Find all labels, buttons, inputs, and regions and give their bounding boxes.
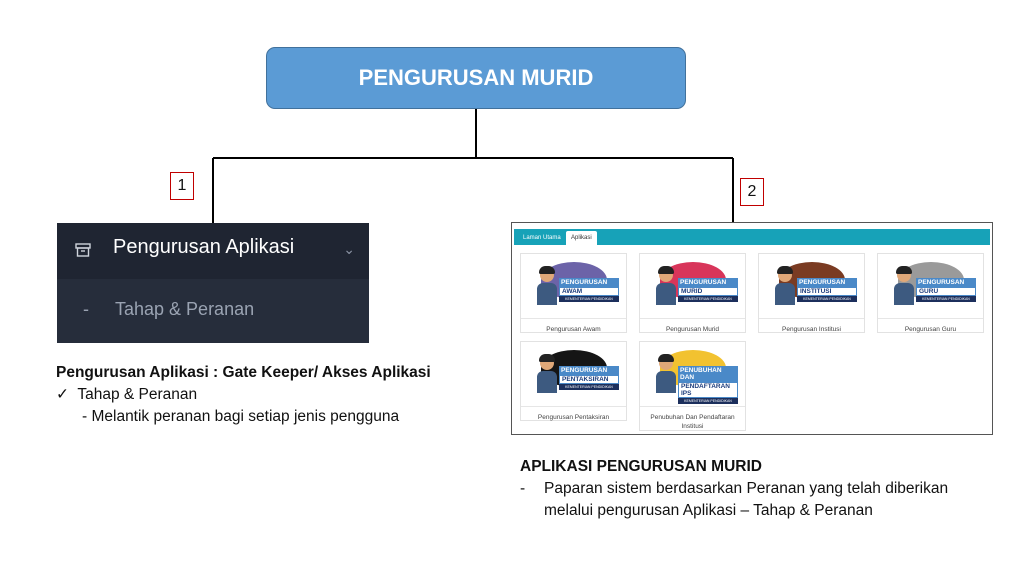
app-card-caption: Pengurusan Murid (665, 326, 720, 333)
card-label-line: INSTITUSI (797, 287, 857, 296)
archive-icon (75, 243, 91, 257)
card-ministry-label: KEMENTERIAN PENDIDIKAN (797, 296, 857, 302)
person-illustration-icon (656, 266, 676, 308)
card-ministry-label: KEMENTERIAN PENDIDIKAN (559, 384, 619, 390)
card-label-line: PENGURUSAN (916, 278, 976, 287)
card-label-line: PENGURUSAN (559, 278, 619, 287)
right-notes-detail: Paparan sistem berdasarkan Peranan yang … (544, 480, 949, 519)
card-label-line: PENTAKSIRAN (559, 375, 619, 384)
app-card-caption: Pengurusan Pentaksiran (537, 414, 610, 421)
submenu-dash: - (83, 299, 89, 319)
tab-laman-utama[interactable]: Laman Utama (523, 235, 561, 241)
submenu-item-label: Tahap & Peranan (115, 299, 255, 319)
person-illustration-icon (656, 354, 676, 396)
card-ministry-label: KEMENTERIAN PENDIDIKAN (916, 296, 976, 302)
person-illustration-icon (537, 266, 557, 308)
menu-item-pengurusan-aplikasi[interactable]: Pengurusan Aplikasi ⌄ (57, 223, 369, 279)
submenu-item-tahap-peranan[interactable]: - Tahap & Peranan (57, 279, 369, 343)
person-illustration-icon (894, 266, 914, 308)
card-ministry-label: KEMENTERIAN PENDIDIKAN (678, 398, 738, 404)
right-notes: APLIKASI PENGURUSAN MURID - Paparan sist… (520, 456, 950, 522)
check-icon: ✓ (56, 386, 69, 403)
right-notes-dash: - (520, 480, 526, 497)
card-ministry-label: KEMENTERIAN PENDIDIKAN (678, 296, 738, 302)
app-card-caption: Pengurusan Awam (546, 326, 601, 333)
app-card-caption: Penubuhan Dan Pendaftaran Institusi (650, 414, 735, 430)
app-tab-bar: Laman Utama Aplikasi (514, 229, 990, 245)
sidebar-menu-panel: Pengurusan Aplikasi ⌄ - Tahap & Peranan (57, 223, 369, 343)
marker-2: 2 (740, 178, 764, 206)
card-label-line: PENGURUSAN (559, 366, 619, 375)
card-label-line: PENGURUSAN (797, 278, 857, 287)
card-ministry-label: KEMENTERIAN PENDIDIKAN (559, 296, 619, 302)
person-illustration-icon (775, 266, 795, 308)
card-label-line: PENGURUSAN (678, 278, 738, 287)
right-notes-heading: APLIKASI PENGURUSAN MURID (520, 458, 762, 475)
card-label-line: GURU (916, 287, 976, 296)
card-label-line: PENDAFTARAN IPS (678, 382, 738, 398)
card-label-line: PENUBUHAN DAN (678, 366, 738, 382)
chevron-down-icon: ⌄ (343, 241, 355, 257)
app-card-caption: Pengurusan Institusi (782, 326, 841, 333)
left-notes-check-item: Tahap & Peranan (77, 386, 198, 403)
marker-1: 1 (170, 172, 194, 200)
tab-aplikasi[interactable]: Aplikasi (566, 231, 597, 245)
menu-item-label: Pengurusan Aplikasi (113, 236, 295, 258)
left-notes-detail: - Melantik peranan bagi setiap jenis pen… (82, 408, 400, 425)
app-card-caption: Pengurusan Guru (904, 326, 957, 333)
card-label-line: MURID (678, 287, 738, 296)
card-label-line: AWAM (559, 287, 619, 296)
root-node: PENGURUSAN MURID (266, 47, 686, 109)
left-notes: Pengurusan Aplikasi : Gate Keeper/ Akses… (56, 362, 496, 428)
left-notes-heading: Pengurusan Aplikasi : Gate Keeper/ Akses… (56, 364, 431, 381)
right-notes-item: - Paparan sistem berdasarkan Peranan yan… (520, 478, 950, 522)
left-notes-check-row: ✓ Tahap & Peranan (56, 384, 496, 406)
person-illustration-icon (537, 354, 557, 396)
root-title: PENGURUSAN MURID (358, 65, 594, 90)
